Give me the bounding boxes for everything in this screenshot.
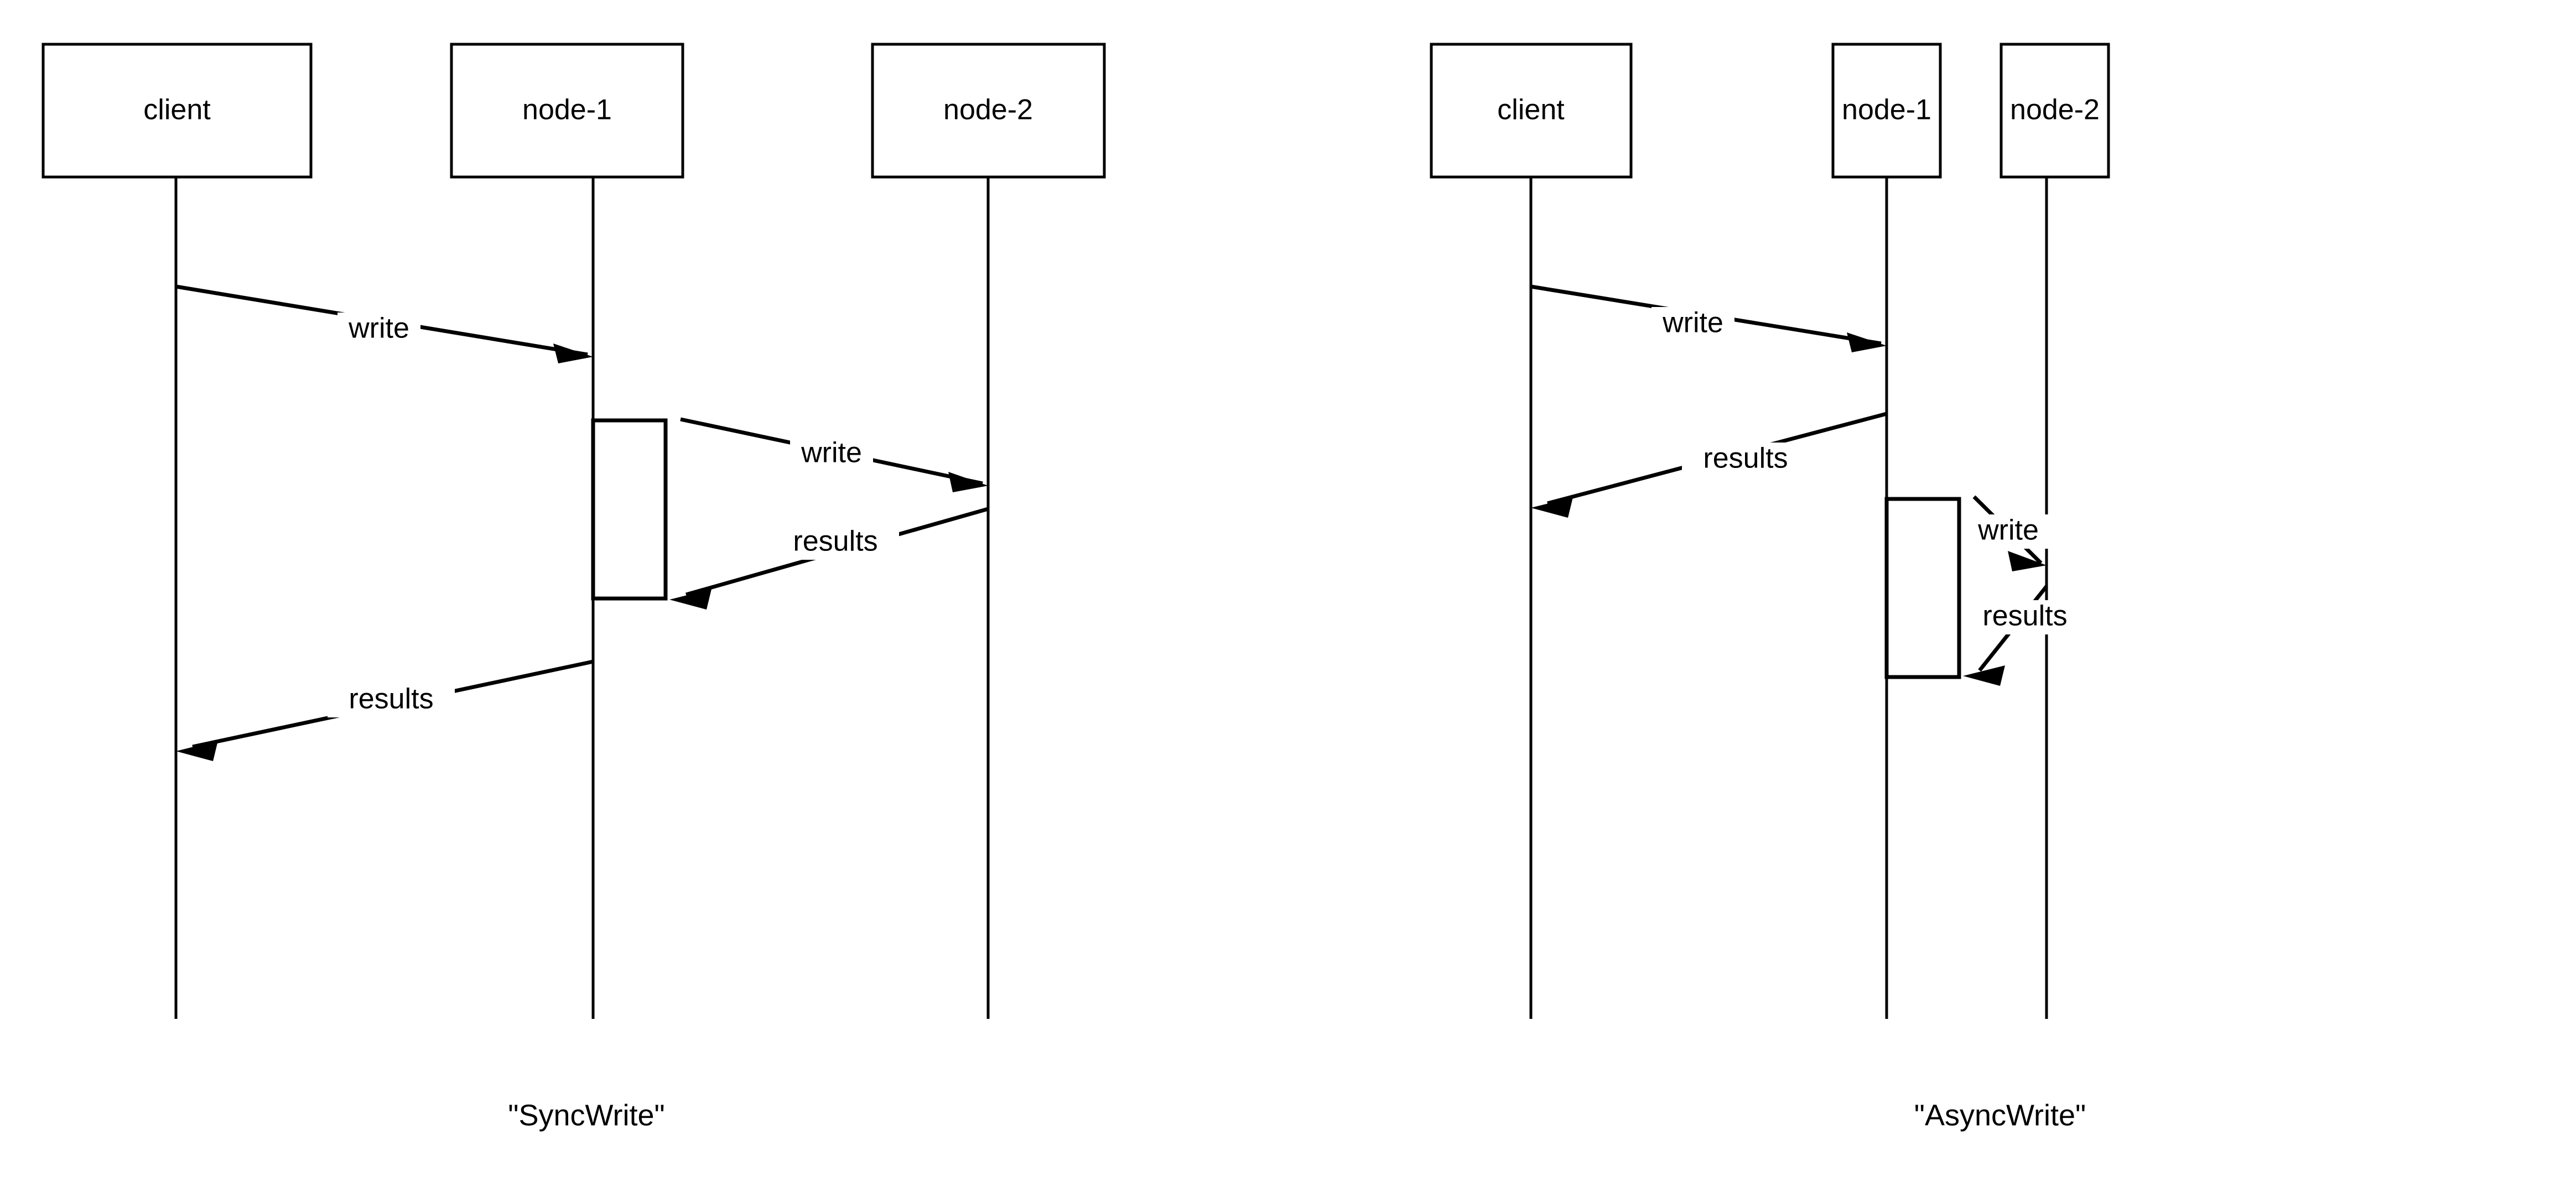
participant-box-node-2-right[interactable] [1999,43,2110,179]
message-label-backdrop [1651,307,1734,341]
participant-label-node-1-right: node-1 [1842,94,1931,126]
activation-bar-node-1-left [591,418,668,601]
participant-box-client-right[interactable] [1430,43,1633,179]
activation-bar-node-1-right [1884,497,1961,679]
diagram-sync-write: client node-1 node-2 write [41,43,1106,1132]
participant-node-1-right[interactable]: node-1 [1831,43,1942,179]
diagram-caption-async-write: "AsyncWrite" [1914,1099,2086,1132]
message-label-write: write [348,313,409,345]
arrow-head-left [669,589,711,610]
message-label-backdrop [1961,600,2089,634]
message-label-backdrop [1682,443,1809,477]
participant-node-2-right[interactable]: node-2 [1999,43,2110,179]
participant-client-right[interactable]: client [1430,43,1633,179]
message-results-node-1-to-client-left: results [176,659,594,761]
message-label-backdrop [328,683,455,717]
participant-label-node-1-left: node-1 [522,94,612,126]
participant-label-client-right: client [1497,94,1565,126]
message-label-results: results [1703,443,1788,475]
message-label-write: write [1977,514,2039,547]
arrow-head-right [553,344,593,363]
message-label-backdrop [772,525,899,560]
diagram-caption-sync-write: "SyncWrite" [508,1099,664,1132]
message-results-node-1-to-client-right: results [1531,412,1887,518]
message-write-node-1-to-node-2-right: write [1967,495,2050,571]
participant-box-node-2-left[interactable] [871,43,1106,179]
participant-box-client-left[interactable] [41,43,313,179]
message-label-write: write [801,437,862,469]
participant-box-node-1-left[interactable] [450,43,684,179]
arrow-head-right [2008,551,2047,571]
participant-node-1-left[interactable]: node-1 [450,43,684,179]
arrow-head-left [176,741,218,761]
participant-label-node-2-right: node-2 [2010,94,2100,126]
message-label-results: results [793,525,877,558]
message-write-node-1-to-node-2-left: write [680,417,988,492]
message-label-backdrop [1967,514,2050,549]
message-label-results: results [349,683,433,715]
message-label-backdrop [790,437,873,471]
message-write-client-to-node-1-left: write [175,284,593,363]
arrow-head-right [1847,332,1887,352]
arrow-head-left [1531,497,1573,518]
message-results-node-2-to-node-1-right: results [1961,585,2089,686]
arrow-head-right [948,472,988,492]
participant-node-2-left[interactable]: node-2 [871,43,1106,179]
participant-client-left[interactable]: client [41,43,313,179]
participant-label-client-left: client [143,94,211,126]
participant-label-node-2-left: node-2 [943,94,1033,126]
diagram-async-write: client node-1 node-2 write [1430,43,2110,1132]
message-results-node-2-to-node-1-left: results [669,507,989,610]
message-label-backdrop [337,313,420,347]
message-label-results: results [1982,600,2067,632]
message-label-write: write [1662,307,1723,339]
message-write-client-to-node-1-right: write [1530,284,1887,352]
arrow-head-left [1963,665,2005,686]
